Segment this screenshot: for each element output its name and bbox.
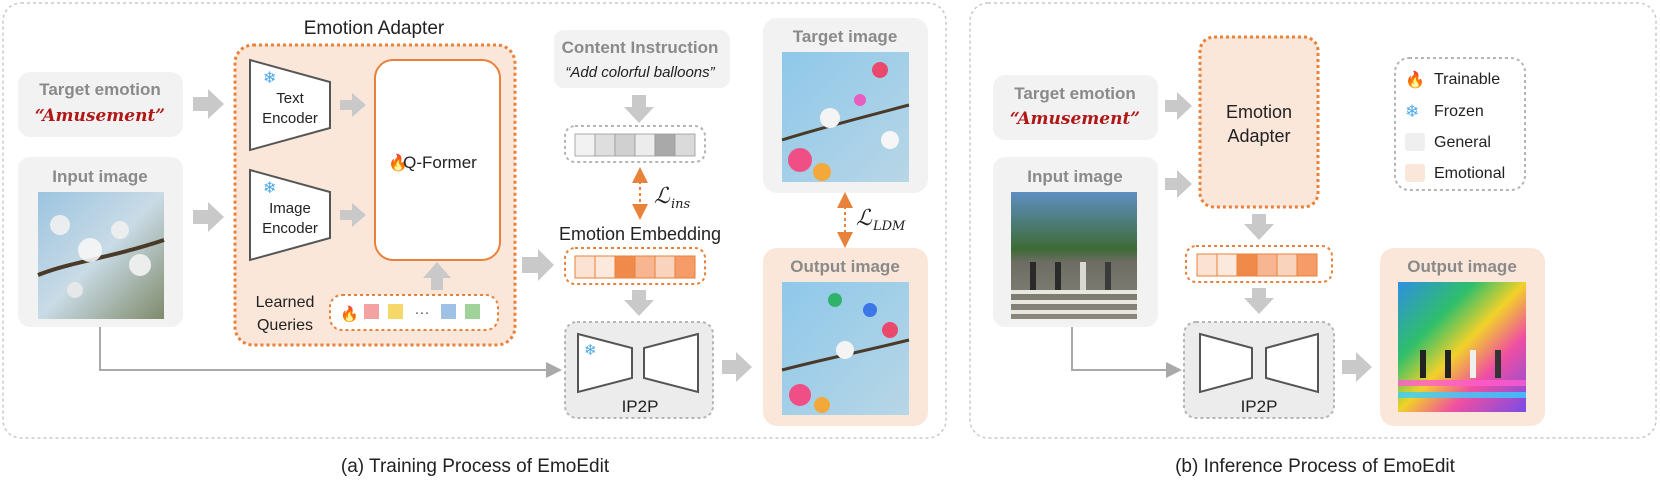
loss-ldm-sub: LDM (872, 219, 906, 234)
output-image-label-a: Output image (790, 257, 900, 276)
target-emotion-value-b: “Amusement” (1010, 109, 1140, 129)
arrow-embedding-to-ip2p-b (1244, 288, 1274, 314)
arrow-queries-to-qformer (423, 262, 451, 290)
target-image-box: Target image (763, 18, 928, 193)
text-encoder-shape (249, 58, 331, 152)
target-emotion-label-a: Target emotion (39, 80, 161, 99)
ip2p-block-a: ❄ IP2P (564, 321, 714, 419)
emotion-adapter-title: Emotion Adapter (304, 18, 445, 39)
learned-queries-line2: Queries (257, 317, 313, 334)
output-image-label-b: Output image (1407, 257, 1517, 276)
arrow-adapter-to-embedding-b (1244, 214, 1274, 240)
target-emotion-box-a: Target emotion “Amusement” (18, 72, 183, 137)
input-image-label-b: Input image (1027, 167, 1122, 186)
emotion-embedding-label: Emotion Embedding (559, 224, 721, 244)
input-image-label-a: Input image (52, 167, 147, 186)
arrow-text-encoder-to-qformer (340, 93, 366, 117)
input-photo-blossom (37, 192, 165, 319)
qformer-box (374, 59, 501, 261)
image-encoder-line2: Encoder (262, 220, 318, 237)
qformer-label: Q-Former (403, 153, 477, 172)
arrow-ip2p-to-output-a (722, 352, 752, 382)
learned-queries-row (329, 294, 499, 331)
panel-b-frame (969, 2, 1657, 439)
input-image-box-a: Input image (18, 157, 183, 327)
legend-frozen: Frozen (1434, 103, 1484, 120)
arrow-emotion-to-text-encoder (193, 89, 224, 119)
target-emotion-value-a: “Amusement” (35, 106, 165, 126)
content-instruction-value: “Add colorful balloons” (565, 64, 715, 81)
target-photo-balloons (781, 52, 910, 182)
output-photo-balloons (781, 282, 910, 415)
skip-connection-b (1071, 327, 1182, 378)
emotion-embedding-a (564, 247, 706, 285)
ip2p-label-b: IP2P (1241, 397, 1278, 416)
loss-ldm-symbol: ℒ (856, 206, 873, 231)
instruction-embedding (564, 125, 706, 163)
query-token (388, 304, 403, 319)
emotion-embedding-b (1185, 245, 1333, 283)
image-encoder-line1: Image (269, 200, 311, 217)
skip-connection-a (99, 327, 562, 378)
arrow-instruction-to-embedding (624, 95, 654, 123)
flame-icon: 🔥 (388, 153, 408, 172)
emotion-adapter-line2-b: Adapter (1227, 126, 1290, 146)
legend-trainable: Trainable (1434, 71, 1500, 88)
legend: 🔥 Trainable ❄ Frozen General Emotional (1394, 57, 1526, 191)
ip2p-block-b: IP2P (1183, 321, 1335, 419)
output-photo-rainbow-road (1398, 282, 1526, 412)
text-encoder-line2: Encoder (262, 110, 318, 127)
legend-general: General (1434, 134, 1491, 151)
text-encoder-line1: Text (276, 90, 304, 107)
output-image-box-a: Output image (763, 248, 928, 426)
legend-emotional: Emotional (1434, 165, 1505, 182)
query-token (441, 304, 456, 319)
arrow-embedding-to-ip2p-a (624, 290, 654, 316)
flame-icon: 🔥 (340, 305, 359, 323)
emotional-swatch (1405, 164, 1425, 182)
snowflake-icon: ❄ (1405, 102, 1419, 121)
content-instruction-box: Content Instruction “Add colorful balloo… (554, 30, 730, 88)
loss-ins-sub: ins (671, 197, 691, 212)
flame-icon: 🔥 (1405, 70, 1425, 89)
snowflake-icon: ❄ (263, 180, 276, 197)
image-encoder-shape (249, 168, 331, 262)
emotion-adapter-b: Emotion Adapter (1198, 35, 1320, 209)
caption-b: (b) Inference Process of EmoEdit (1175, 456, 1456, 477)
panel-a-frame (2, 2, 947, 439)
emotion-adapter-a: Emotion Adapter ❄ Text Encoder ❄ Image E… (233, 18, 517, 347)
arrow-image-to-image-encoder (193, 202, 224, 232)
snowflake-icon: ❄ (584, 342, 597, 359)
query-token (364, 304, 379, 319)
target-emotion-label-b: Target emotion (1014, 84, 1136, 103)
output-image-box-b: Output image (1380, 248, 1545, 426)
input-photo-abbey-road (1011, 192, 1137, 319)
queries-ellipsis: ··· (415, 304, 430, 321)
loss-ins-symbol: ℒ (654, 184, 671, 209)
arrow-image-to-adapter-b (1165, 170, 1192, 198)
general-swatch (1405, 133, 1425, 151)
arrow-adapter-to-embedding (522, 249, 554, 281)
content-instruction-label: Content Instruction (562, 38, 719, 57)
arrow-image-encoder-to-qformer (340, 203, 366, 227)
ip2p-label-a: IP2P (622, 397, 659, 416)
learned-queries-line1: Learned (256, 294, 315, 311)
target-image-label: Target image (793, 27, 898, 46)
input-image-box-b: Input image (993, 157, 1158, 327)
snowflake-icon: ❄ (263, 70, 276, 87)
query-token (465, 304, 480, 319)
arrow-ip2p-to-output-b (1342, 352, 1372, 382)
arrow-emotion-to-adapter-b (1165, 92, 1192, 120)
caption-a: (a) Training Process of EmoEdit (341, 456, 610, 477)
target-emotion-box-b: Target emotion “Amusement” (993, 75, 1158, 140)
emotion-adapter-line1-b: Emotion (1226, 102, 1292, 122)
